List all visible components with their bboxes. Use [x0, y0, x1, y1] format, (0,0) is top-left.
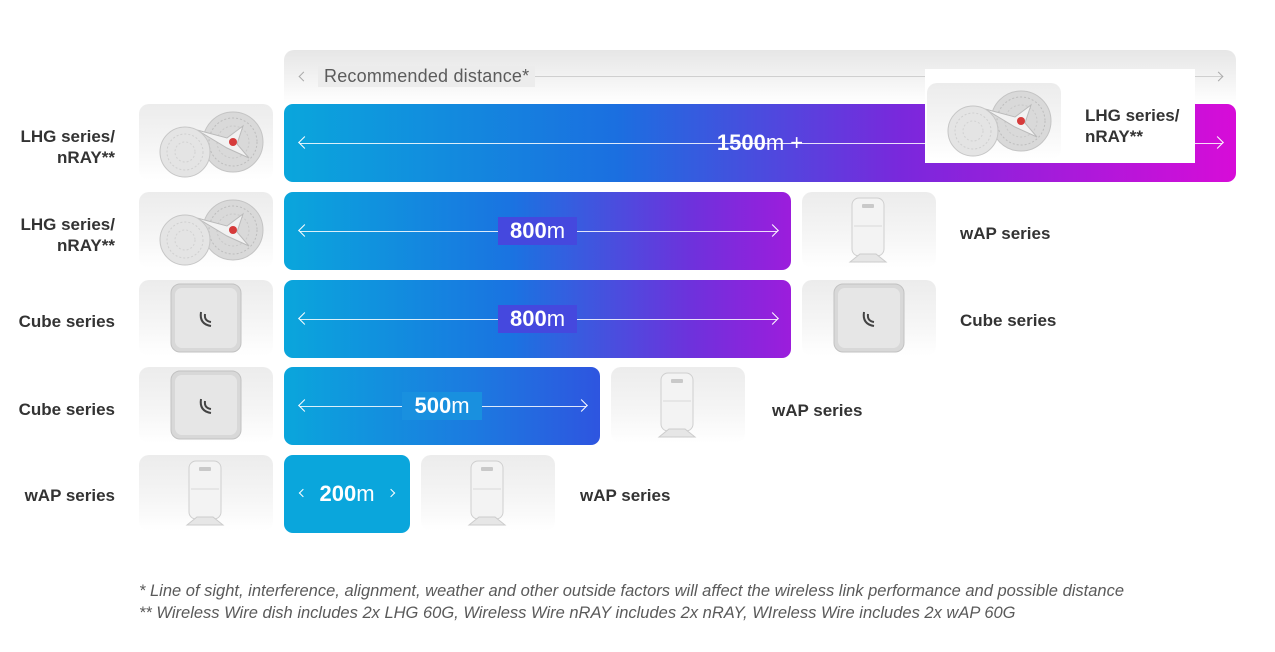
lhg-dish-icon: [927, 83, 1061, 159]
row-2-left-label: LHG series/nRAY**: [20, 215, 116, 255]
row-5-right-label: wAP series: [580, 486, 671, 505]
row-2-right-label: wAP series: [960, 224, 1051, 243]
cube-device-icon: [802, 280, 936, 356]
distance-value: 500m: [284, 392, 600, 420]
distance-value: 200m: [319, 481, 375, 506]
distance-bar-800: 800m: [284, 192, 791, 270]
row-1-right-label: LHG series/nRAY**: [1085, 106, 1180, 146]
chevron-left-icon: [298, 71, 309, 82]
distance-value: 800m: [284, 305, 791, 333]
distance-bar-800: 800m: [284, 280, 791, 358]
lhg-dish-icon: [139, 192, 273, 268]
distance-bar-200: 200m: [284, 455, 410, 533]
header-label: Recommended distance*: [318, 66, 536, 87]
row-4-left-label: Cube series: [18, 400, 115, 419]
header-divider: [322, 76, 1222, 77]
wap-device-icon: [802, 192, 936, 268]
row-4-right-label: wAP series: [772, 401, 863, 420]
wap-device-icon: [611, 367, 745, 443]
row-5-left-label: wAP series: [24, 486, 115, 505]
target-device-card: LHG series/nRAY**: [925, 69, 1195, 163]
distance-bar-500: 500m: [284, 367, 600, 445]
distance-value: 1500m +: [716, 130, 804, 155]
row-1-left-label: LHG series/nRAY**: [20, 127, 116, 167]
distance-value: 800m: [284, 217, 791, 245]
wap-device-icon: [421, 455, 555, 531]
lhg-dish-icon: [139, 104, 273, 180]
footnote-2: ** Wireless Wire dish includes 2x LHG 60…: [139, 604, 1016, 622]
footnote-1: * Line of sight, interference, alignment…: [139, 582, 1125, 600]
cube-device-icon: [139, 280, 273, 356]
row-3-left-label: Cube series: [18, 312, 115, 331]
cube-device-icon: [139, 367, 273, 443]
chevron-right-icon: [1213, 71, 1224, 82]
row-3-right-label: Cube series: [960, 311, 1057, 330]
wap-device-icon: [139, 455, 273, 531]
